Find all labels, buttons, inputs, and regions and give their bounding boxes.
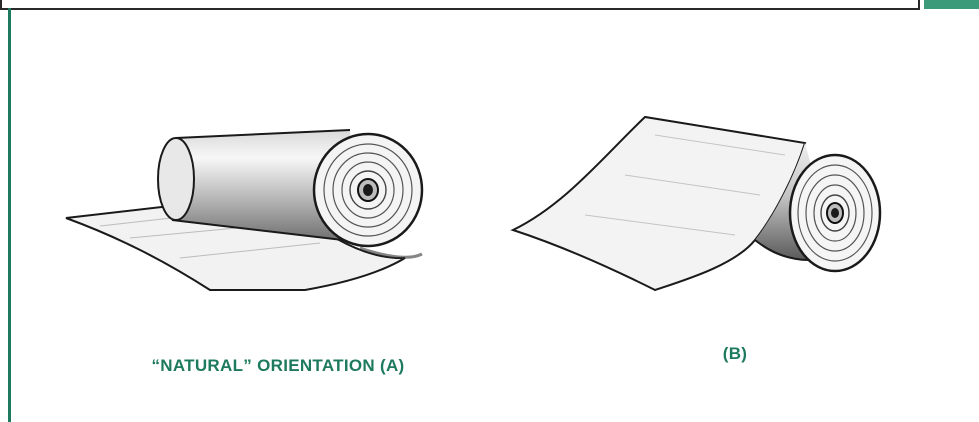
figure-b-caption: (B) xyxy=(700,344,770,364)
figure-a-caption: “NATURAL” ORIENTATION (A) xyxy=(128,356,428,376)
roll-sheet-over-icon xyxy=(505,95,885,310)
left-accent-rule xyxy=(8,8,11,422)
header-frame-box xyxy=(0,0,920,10)
roll-sheet-under-icon xyxy=(60,108,440,298)
corner-tab xyxy=(924,0,979,9)
